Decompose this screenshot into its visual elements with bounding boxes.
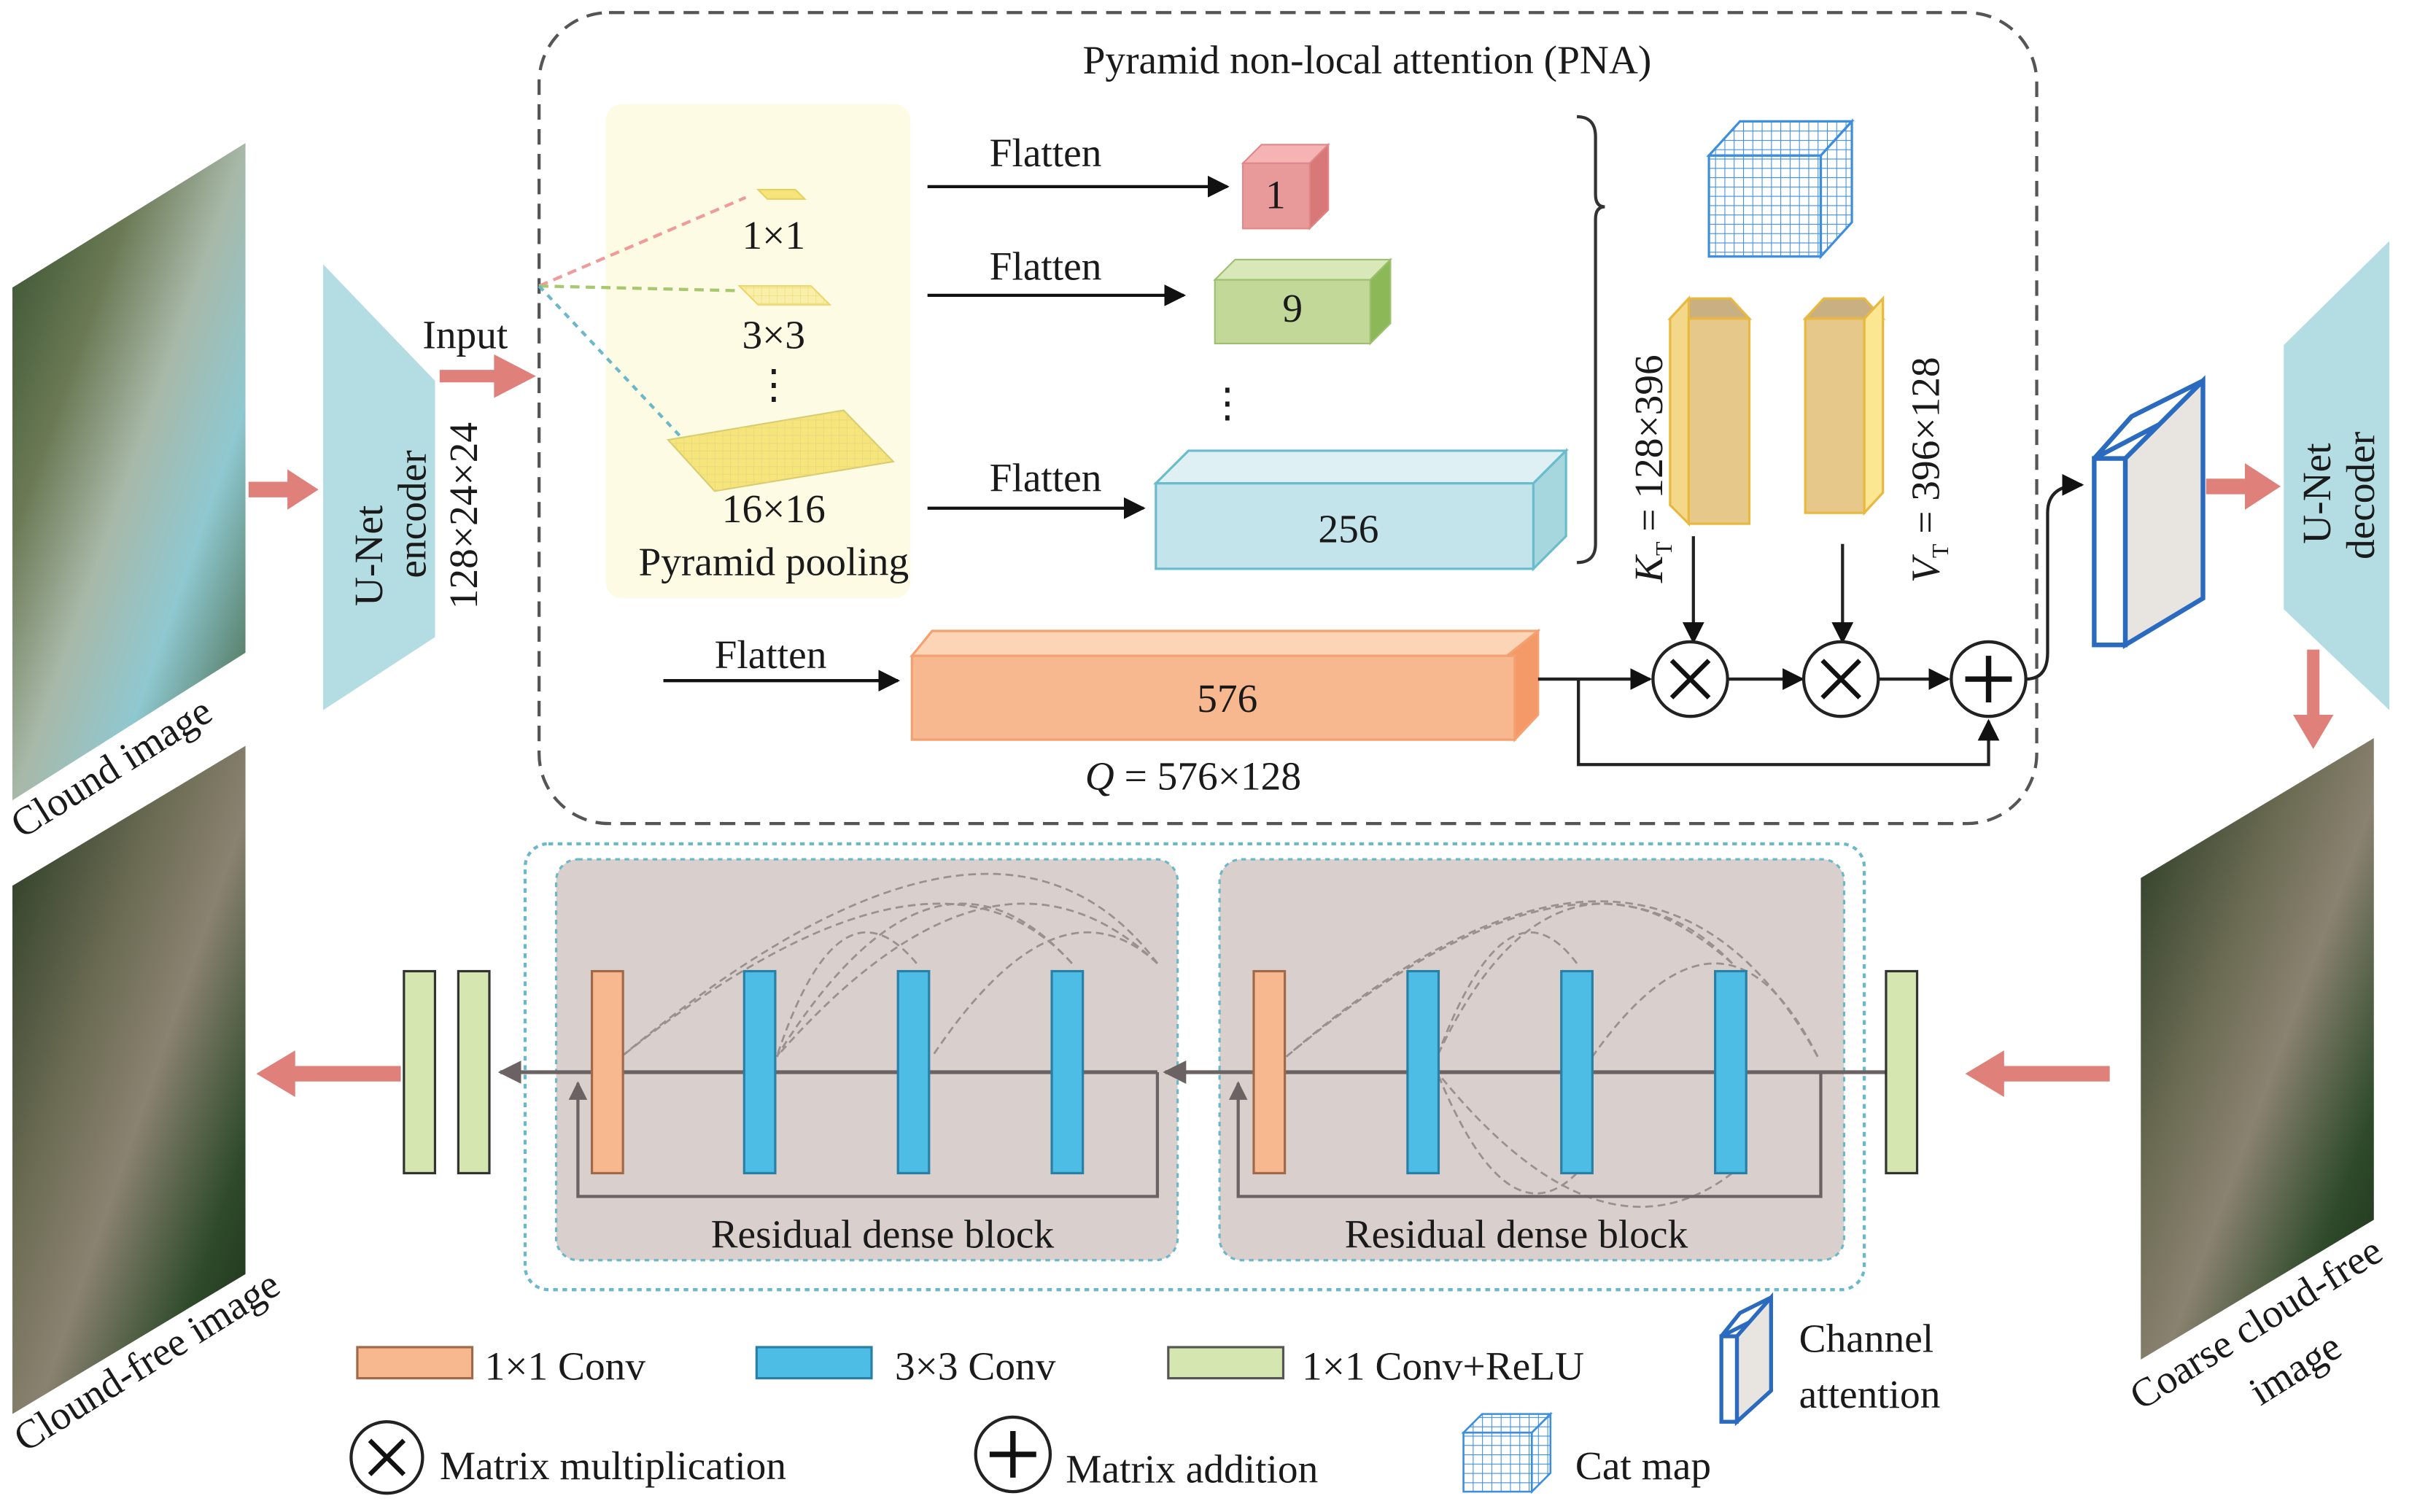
coarse-cloud-free-image	[2141, 738, 2374, 1360]
legend-cat-map-icon	[1461, 1411, 1553, 1494]
legend-channel-attention-line1: Channel	[1799, 1316, 1934, 1360]
pyramid-pooling-title: Pyramid pooling	[638, 539, 909, 584]
legend-conv3x3: 3×3 Conv	[895, 1344, 1056, 1389]
query-dims-label: Q = 576×128	[1085, 753, 1301, 798]
flatten-block-9-label: 9	[1282, 286, 1303, 330]
value-var: V	[1903, 554, 1947, 583]
pool-level-16x16: 16×16	[722, 486, 826, 531]
value-rest: = 396×128	[1903, 357, 1947, 543]
input-label: Input	[422, 312, 508, 357]
pool-link-1x1	[538, 195, 747, 288]
conv1x1-layer	[590, 969, 624, 1175]
flatten-block-1-label: 1	[1265, 173, 1286, 217]
conv3x3-layer	[1050, 969, 1085, 1175]
conv3x3-layer	[896, 969, 931, 1175]
flatten-label-q: Flatten	[715, 632, 827, 677]
decoder-label-line1: U-Net	[2295, 443, 2339, 544]
cloud-image	[12, 143, 246, 801]
pna-container	[538, 11, 2039, 826]
flatten-ellipsis: ⋮	[1207, 381, 1247, 425]
rdb-label-1: Residual dense block	[711, 1212, 1055, 1257]
conv3x3-layer	[1714, 969, 1748, 1175]
encoder-dims: 128×24×24	[441, 422, 486, 609]
query-rest: = 576×128	[1114, 753, 1301, 798]
pool-ellipsis: ⋮	[753, 363, 794, 407]
query-block: 576	[909, 628, 1541, 743]
cat-map-cube	[1706, 118, 1855, 260]
pool-level-1x1: 1×1	[742, 213, 805, 257]
flatten-label-3: Flatten	[990, 455, 1102, 500]
times-icon	[1669, 659, 1711, 699]
key-sub: T	[1651, 542, 1677, 557]
concat-brace	[1576, 115, 1605, 565]
pool-grid-1x1	[756, 189, 807, 200]
conv3x3-layer	[1406, 969, 1440, 1175]
conv3x3-layer	[1560, 969, 1594, 1175]
pna-title: Pyramid non-local attention (PNA)	[1083, 37, 1652, 82]
legend-swatch-conv1x1	[356, 1346, 474, 1380]
value-sub: T	[1928, 544, 1953, 559]
legend-conv-relu: 1×1 Conv+ReLU	[1302, 1344, 1584, 1389]
legend-swatch-conv-relu	[1167, 1346, 1285, 1380]
pool-grid-3x3-fill	[739, 286, 830, 305]
rdb-outer-container	[523, 842, 1866, 1292]
legend-channel-attention-icon	[1719, 1292, 1773, 1427]
conv1x1-layer	[1252, 969, 1287, 1175]
conv3x3-layer	[742, 969, 777, 1175]
residual-skip-line	[1577, 679, 2000, 767]
value-dims-label: VT = 396×128	[1903, 357, 1953, 583]
flatten-label-1: Flatten	[990, 131, 1102, 175]
legend-conv1x1: 1×1 Conv	[485, 1344, 646, 1389]
residual-dense-block-1: Residual dense block	[497, 858, 1179, 1262]
legend-channel-attention-line2: attention	[1799, 1372, 1941, 1416]
legend-matrix-mult: Matrix multiplication	[440, 1443, 786, 1488]
flatten-block-256-label: 256	[1318, 507, 1378, 551]
key-matrix	[1667, 295, 1753, 527]
legend: 1×1 Conv 3×3 Conv 1×1 Conv+ReLU Channel …	[349, 1292, 1941, 1495]
pyramid-pooling-panel	[605, 104, 911, 599]
key-dims-label: KT = 128×396	[1626, 354, 1677, 584]
pool-grid-16x16-lines	[667, 410, 893, 492]
query-var: Q	[1085, 753, 1114, 798]
flatten-block-9: 9	[1213, 257, 1393, 346]
legend-matrix-add: Matrix addition	[1066, 1446, 1318, 1491]
pool-level-3x3: 3×3	[742, 312, 805, 357]
encoder-label-line1: U-Net	[346, 505, 391, 606]
decoder-label-line2: decoder	[2338, 432, 2383, 559]
flatten-block-1: 1	[1241, 142, 1330, 230]
cloud-free-image	[12, 745, 246, 1414]
flow-arrow	[248, 354, 2334, 1098]
legend-swatch-conv3x3	[755, 1346, 873, 1380]
conv-relu-layer	[1885, 969, 1919, 1175]
encoder-label-line2: encoder	[390, 450, 435, 578]
conv-relu-layer	[457, 969, 491, 1175]
add-to-channel-attention	[2025, 473, 2084, 681]
conv-relu-layer	[403, 969, 437, 1175]
key-rest: = 128×396	[1626, 354, 1671, 541]
value-matrix	[1802, 295, 1886, 516]
key-var: K	[1626, 554, 1671, 584]
rdb-label-2: Residual dense block	[1345, 1212, 1688, 1257]
flatten-block-256: 256	[1152, 448, 1569, 572]
times-icon	[1820, 659, 1861, 699]
legend-cat-map: Cat map	[1575, 1443, 1711, 1488]
plus-icon	[989, 1431, 1036, 1478]
unet-encoder	[323, 264, 435, 710]
times-icon	[368, 1438, 406, 1476]
unet-decoder	[2284, 241, 2390, 710]
pool-link-16x16	[538, 284, 685, 441]
channel-attention-block	[2092, 375, 2206, 649]
pool-link-3x3	[539, 284, 738, 292]
flatten-label-2: Flatten	[990, 244, 1102, 289]
residual-dense-block-2: Residual dense block	[1163, 858, 1886, 1262]
plus-icon	[1965, 656, 2012, 703]
query-block-label: 576	[1197, 676, 1257, 721]
